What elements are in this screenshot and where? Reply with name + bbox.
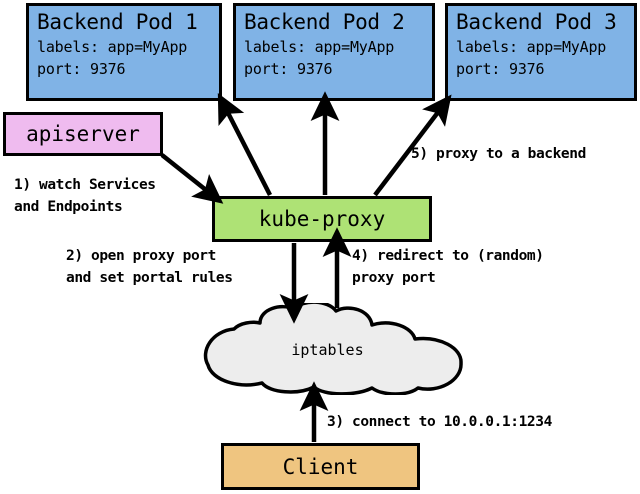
iptables-cloud[interactable]: iptables — [186, 300, 469, 396]
apiserver-label: apiserver — [26, 122, 140, 146]
pod-labels-line: labels: app=MyApp — [37, 38, 188, 56]
backend-pod-3-box[interactable]: Backend Pod 3 labels: app=MyApp port: 93… — [445, 3, 637, 101]
client-label: Client — [282, 454, 359, 479]
backend-pod-1-box[interactable]: Backend Pod 1 labels: app=MyApp port: 93… — [26, 3, 222, 101]
pod-title: Backend Pod 2 — [244, 10, 405, 34]
edge-label-step-4: 4) redirect to (random) proxy port — [352, 248, 544, 286]
kube-proxy-box[interactable]: kube-proxy — [212, 196, 432, 242]
arrow-kubeproxy-to-pod1 — [217, 92, 273, 197]
client-box[interactable]: Client — [221, 443, 420, 490]
pod-labels-line: labels: app=MyApp — [244, 38, 395, 56]
edge-label-step-1: 1) watch Services and Endpoints — [14, 177, 156, 215]
pod-title: Backend Pod 3 — [456, 10, 617, 34]
edge-label-step-2: 2) open proxy port and set portal rules — [66, 248, 233, 286]
cloud-shape-icon — [203, 300, 463, 396]
pod-port-line: port: 9376 — [456, 60, 545, 78]
pod-port-line: port: 9376 — [244, 60, 333, 78]
pod-port-line: port: 9376 — [37, 60, 126, 78]
kube-proxy-label: kube-proxy — [258, 207, 386, 231]
edge-label-step-3: 3) connect to 10.0.0.1:1234 — [327, 414, 552, 430]
backend-pod-2-box[interactable]: Backend Pod 2 labels: app=MyApp port: 93… — [233, 3, 435, 101]
apiserver-box[interactable]: apiserver — [3, 112, 163, 156]
edge-label-step-5: 5) proxy to a backend — [411, 146, 586, 162]
pod-labels-line: labels: app=MyApp — [456, 38, 607, 56]
pod-title: Backend Pod 1 — [37, 10, 198, 34]
arrow-apiserver-to-kubeproxy — [160, 153, 224, 204]
iptables-label: iptables — [291, 341, 364, 359]
